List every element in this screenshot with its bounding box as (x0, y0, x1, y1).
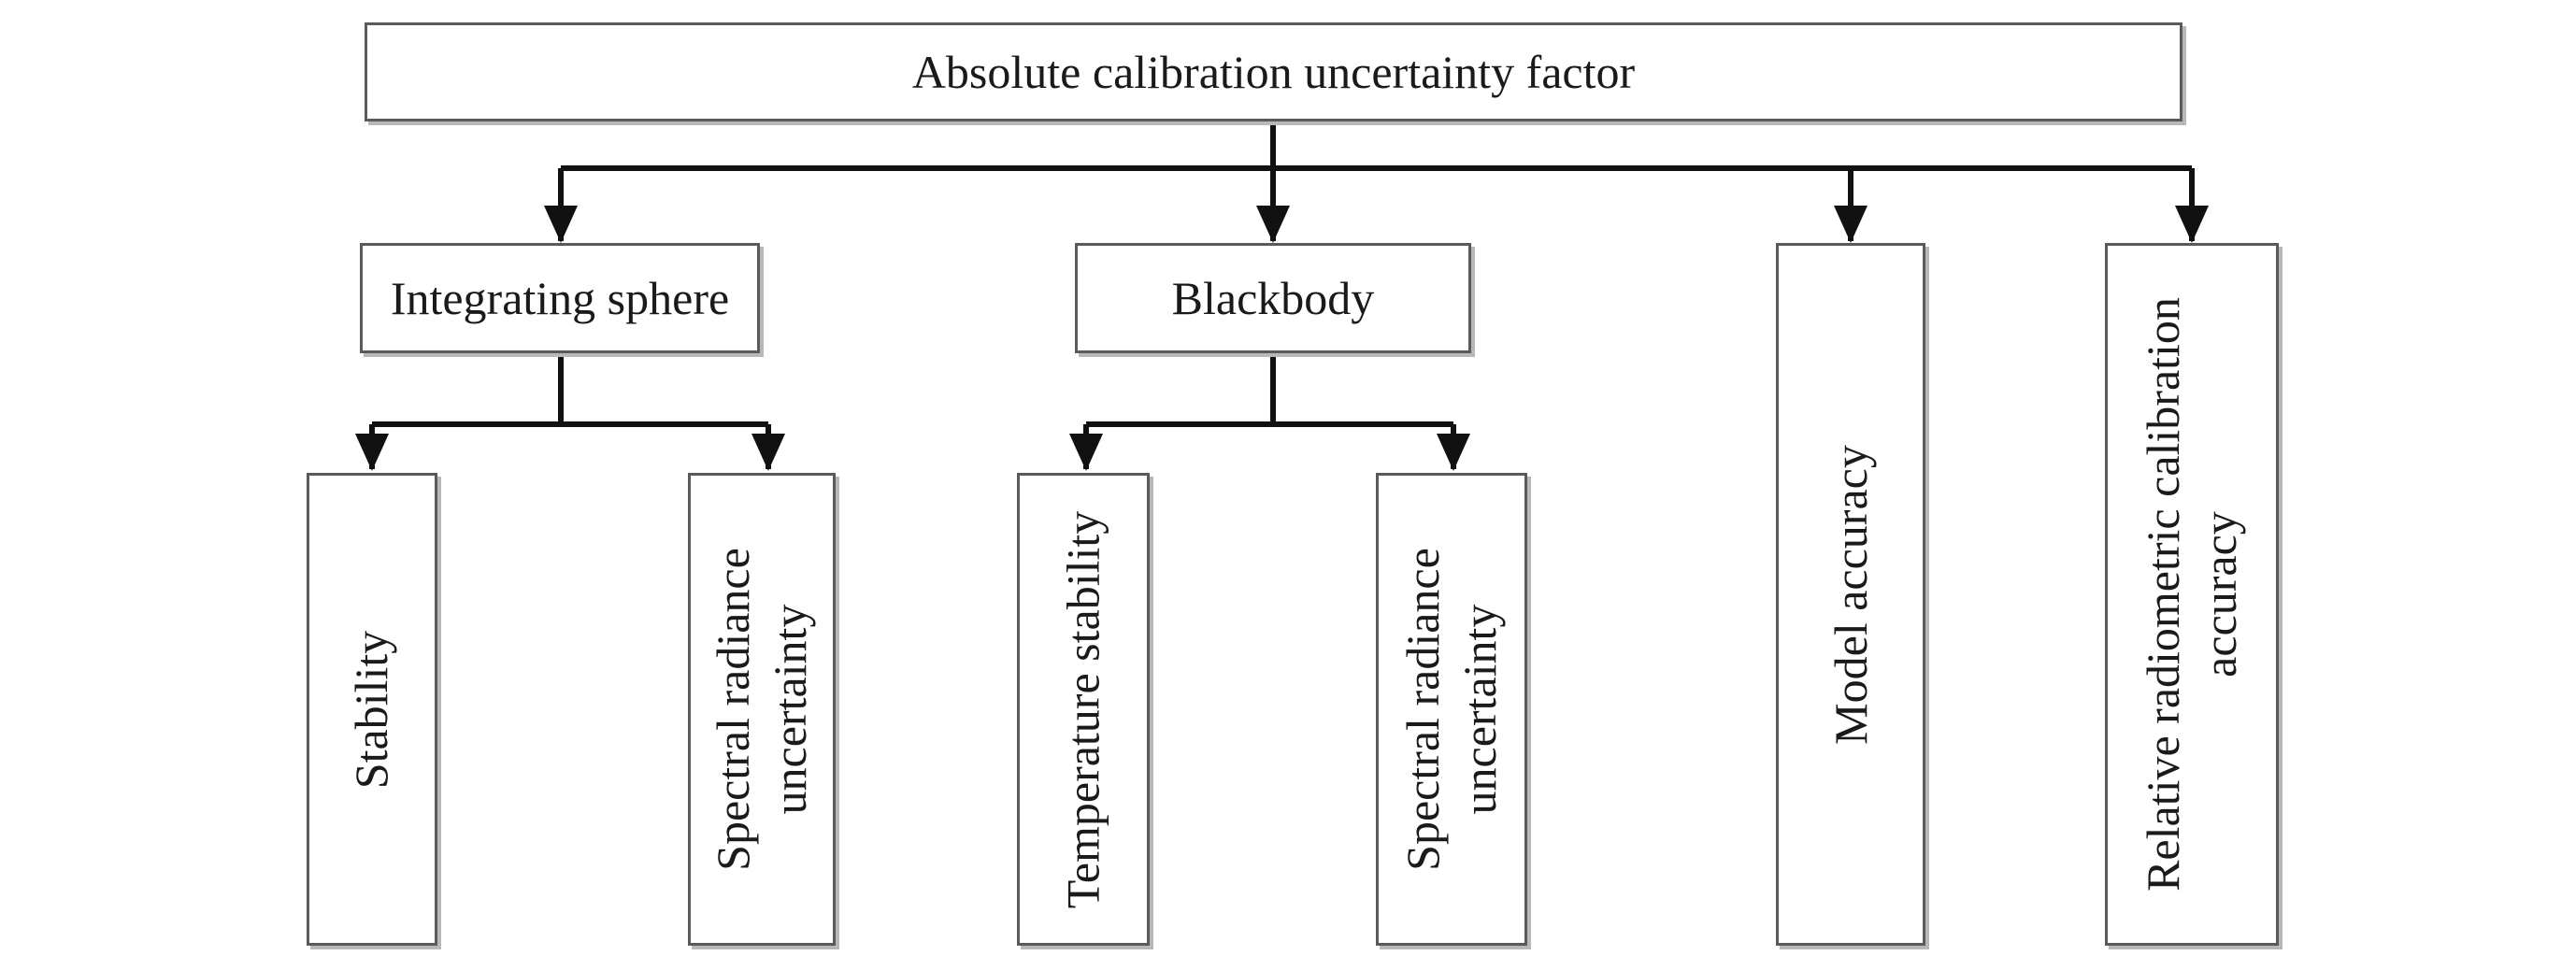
root-node-label: Absolute calibration uncertainty factor (911, 46, 1636, 98)
stability-label: Stability (344, 630, 401, 788)
model-accuracy-text: Model accuracy (1824, 444, 1877, 745)
integrating-sphere-label: Integrating sphere (390, 272, 730, 324)
blackbody-spectral-node: Spectral radiance uncertainty (1376, 473, 1527, 946)
stability-text: Stability (345, 630, 398, 789)
blackbody-spectral-label: Spectral radiance uncertainty (1395, 548, 1509, 871)
sphere-spectral-label: Spectral radiance uncertainty (705, 548, 819, 871)
relative-accuracy-node: Relative radiometric calibration accurac… (2105, 243, 2279, 946)
relative-accuracy-label: Relative radiometric calibration accurac… (2135, 297, 2249, 892)
temperature-stability-node: Temperature stability (1017, 473, 1150, 946)
relative-accuracy-line-2: accuracy (2194, 511, 2246, 678)
model-accuracy-node: Model accuracy (1776, 243, 1925, 946)
sphere-spectral-node: Spectral radiance uncertainty (688, 473, 836, 946)
relative-accuracy-line-1: Relative radiometric calibration (2137, 297, 2189, 892)
blackbody-label: Blackbody (1171, 272, 1375, 324)
sphere-spectral-line-1: Spectral radiance (707, 548, 760, 871)
model-accuracy-label: Model accuracy (1823, 445, 1880, 745)
root-node: Absolute calibration uncertainty factor (365, 22, 2182, 121)
sphere-spectral-line-2: uncertainty (764, 604, 817, 815)
blackbody-spectral-line-1: Spectral radiance (1396, 548, 1450, 871)
integrating-sphere-node: Integrating sphere (360, 243, 760, 353)
stability-node: Stability (307, 473, 437, 946)
blackbody-node: Blackbody (1075, 243, 1471, 353)
temperature-stability-label: Temperature stability (1055, 510, 1112, 908)
blackbody-spectral-line-2: uncertainty (1453, 604, 1507, 815)
temperature-stability-text: Temperature stability (1056, 510, 1109, 908)
